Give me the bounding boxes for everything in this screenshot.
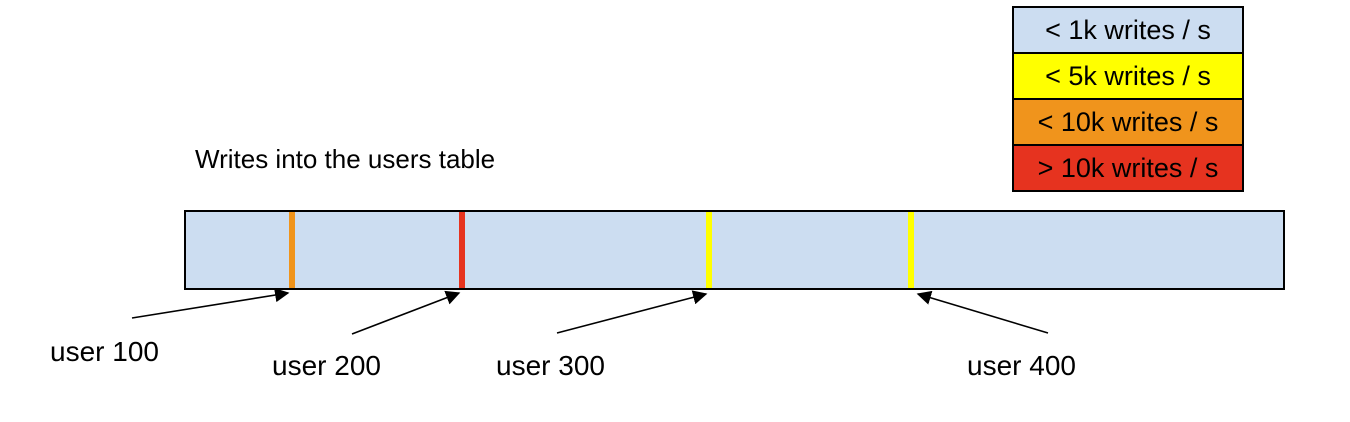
users-table-bar xyxy=(184,210,1285,290)
legend-item-label: < 10k writes / s xyxy=(1037,106,1219,137)
user-200-label: user 200 xyxy=(272,350,381,381)
arrow-user-300 xyxy=(556,290,708,334)
legend-item-label: < 5k writes / s xyxy=(1045,60,1211,91)
arrow-user-100 xyxy=(131,287,290,319)
legend-item-lt-10k: < 10k writes / s xyxy=(1012,98,1244,146)
user-300-label: user 300 xyxy=(496,350,605,381)
write-hotspot-marker-user-300 xyxy=(706,212,712,288)
legend-item-lt-5k: < 5k writes / s xyxy=(1012,52,1244,100)
user-100-label: user 100 xyxy=(50,336,159,367)
arrow-user-200 xyxy=(351,290,461,335)
user-400-label: user 400 xyxy=(967,350,1076,381)
arrow-user-400 xyxy=(916,290,1049,334)
legend-item-label: < 1k writes / s xyxy=(1045,14,1211,45)
legend-item-label: > 10k writes / s xyxy=(1037,152,1219,183)
write-hotspot-marker-user-400 xyxy=(908,212,914,288)
legend: < 1k writes / s < 5k writes / s < 10k wr… xyxy=(1012,6,1244,192)
diagram-title: Writes into the users table xyxy=(195,144,496,174)
legend-item-gt-10k: > 10k writes / s xyxy=(1012,144,1244,192)
write-hotspot-marker-user-200 xyxy=(459,212,465,288)
write-hotspot-marker-user-100 xyxy=(289,212,295,288)
legend-item-lt-1k: < 1k writes / s xyxy=(1012,6,1244,54)
